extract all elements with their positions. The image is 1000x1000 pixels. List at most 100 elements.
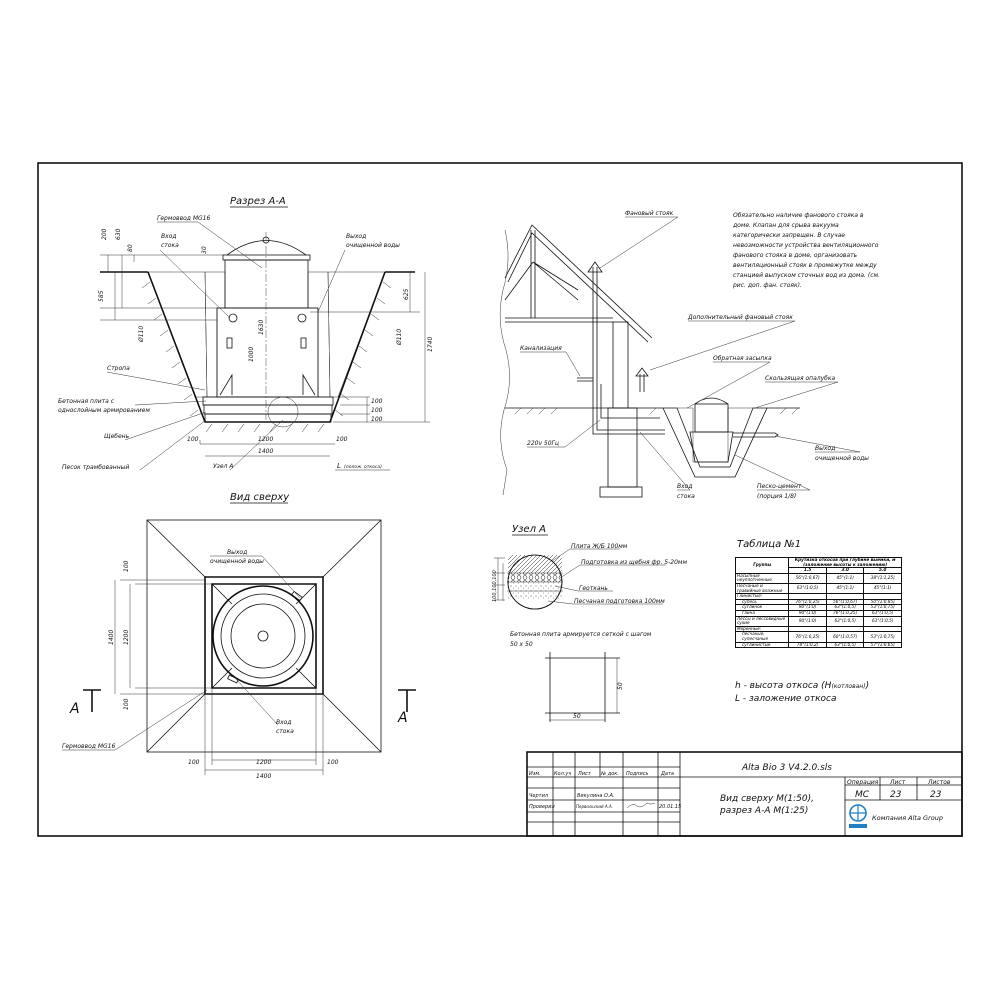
label-outlet-2: очищенной воды [815, 455, 869, 462]
checked-label: Проверил [529, 804, 555, 810]
dim-30: 30 [201, 246, 208, 254]
node-a-title: Узел А [512, 524, 546, 535]
drawn-label: Чертил [529, 793, 549, 799]
label-node-a: Узел А [213, 463, 233, 470]
mesh-grid [545, 652, 620, 722]
note-line: доме. Клапан для срыва вакуума [732, 222, 839, 229]
label-formwork: Скользящая опалубка [765, 375, 835, 382]
file-name: Alta Bio 3 V4.2.0.sls [741, 763, 832, 773]
operation-value: МС [855, 790, 870, 800]
tank-dome [226, 240, 307, 256]
label-extra-fan-stack: Дополнительный фановый стояк [687, 314, 793, 321]
note-line: категорически запрещен. В случае [733, 232, 845, 239]
slope-value: 78°(1:0,2) [788, 641, 827, 649]
top-view-leaders [62, 555, 301, 751]
label-fan-stack: Фановый стояк [625, 210, 674, 217]
power-cable [600, 384, 660, 419]
dim-1740: 1740 [427, 337, 434, 352]
mesh-note-1: Бетонная плита армируется сеткой с шагом [510, 631, 652, 638]
node-a-layer: Геоткань [579, 585, 608, 592]
sand-fill-left [204, 271, 226, 398]
tank-outer-circle [212, 585, 314, 687]
soil-group: Песчаные и гравийные влажные [734, 582, 790, 595]
node-a-layer: Песчаная подготовка 100мм [574, 598, 665, 605]
table-header-caption: Крутизна откосов при глубине выемки, м (… [788, 556, 902, 569]
label-sand-cement-2: (порция 1/8) [757, 493, 796, 500]
backfill-crosshatch-right [327, 271, 386, 398]
label-outlet-1: Выход [815, 445, 835, 452]
tank-middle-circle [220, 593, 306, 679]
section-aa: Разрез А-А 200 630 80 30 585 Ø110 [58, 196, 434, 471]
top-view-title: Вид сверху [230, 492, 290, 503]
foundation-footing [599, 486, 643, 498]
table-title: Таблица №1 [737, 538, 801, 550]
roof-truss [504, 230, 613, 323]
dim-layer-1: 100 [371, 398, 383, 405]
note-line: фанового стояка в доме, организовать [733, 252, 858, 259]
roof [504, 224, 653, 343]
sand-layer [204, 413, 332, 423]
legend-h-sub: (котлован) [831, 683, 865, 690]
dim-left-100-bottom: 100 [123, 698, 130, 710]
slope-table: Группы Крутизна откосов при глубине выем… [734, 556, 902, 649]
note-line: невозможности устройства вентиляционного [733, 242, 879, 249]
checked-by: Первольский А.А. [576, 804, 613, 809]
label-inlet-1: Вход [161, 233, 177, 240]
installation-scheme: Фановый стояк Дополнительный фановый сто… [499, 210, 880, 500]
pit-outline [147, 271, 386, 423]
dim-625: 625 [403, 288, 410, 300]
legend-h-end: ) [865, 681, 870, 691]
sheets-total: 23 [930, 790, 942, 800]
table-header-group: Группы [734, 557, 790, 574]
label-inlet-2: стока [161, 242, 179, 249]
label-outlet-2: очищенной воды [210, 558, 264, 565]
label-outlet-2: очищенной воды [346, 242, 400, 249]
sheet-label: Лист [889, 779, 906, 786]
top-view: Вид сверху 100 1400 1200 100 100 1200 10… [62, 492, 416, 780]
sheet-number: 23 [890, 790, 902, 800]
legend-l: L - заложение откоса [735, 694, 836, 704]
concrete-slab [202, 396, 334, 406]
sheet-title-2: разрез А-А М(1:25) [719, 806, 808, 816]
dim-left-100-top: 100 [123, 560, 130, 572]
dim-layer-3: 100 [371, 416, 383, 423]
slope-value: 45°(1:1) [863, 582, 902, 595]
break-line [499, 229, 510, 496]
tank-body [689, 431, 734, 463]
label-slope-l: L [337, 462, 341, 470]
pit-top-outline [146, 519, 382, 753]
col-header: № док. [600, 771, 619, 777]
dim-left-1400: 1400 [108, 630, 115, 645]
mesh-dim-w: 50 [573, 713, 581, 720]
note-line: вентиляционный стояк в промежутке между [733, 262, 877, 269]
sheet-title-1: Вид сверху М(1:50), [720, 794, 814, 804]
dim-left-1200: 1200 [123, 630, 130, 645]
section-mark-right: А [397, 710, 408, 726]
dim-bottom-100-left: 100 [187, 436, 199, 443]
extra-fan-stack [635, 367, 649, 392]
checked-date: 20.01.15 [659, 804, 681, 810]
label-outlet-1: Выход [346, 233, 366, 240]
tank-inner-circle [230, 603, 296, 669]
legend-h: h - высота откоса (Н(котлован)) [735, 681, 869, 691]
dim-pipe-left: Ø110 [138, 326, 145, 343]
soil-group: песчаные, супесчаные [734, 631, 790, 643]
inlet-pipe [228, 313, 238, 323]
sheet-frame [37, 162, 963, 837]
slope-value: 53°(1:0,75) [863, 631, 902, 643]
label-slab-2: однослойным армированием [58, 407, 150, 414]
backfill-crosshatch-left [147, 271, 208, 398]
section-mark-left: А [69, 701, 80, 717]
dim-585: 585 [98, 290, 105, 302]
dim-bottom-100-right: 100 [327, 759, 339, 766]
label-inlet-2: стока [276, 728, 294, 735]
label-hermovvod: Гермоввод MG16 [157, 215, 210, 222]
slope-value: 63°(1:0,5) [863, 615, 902, 627]
tank-neck [224, 259, 309, 309]
slope-value: 63°(1:0,5) [825, 641, 865, 649]
note-line: станцией выпуском сточных вод из дома. (… [733, 272, 880, 279]
installation-note: Обязательно наличие фанового стояка в до… [732, 212, 880, 289]
